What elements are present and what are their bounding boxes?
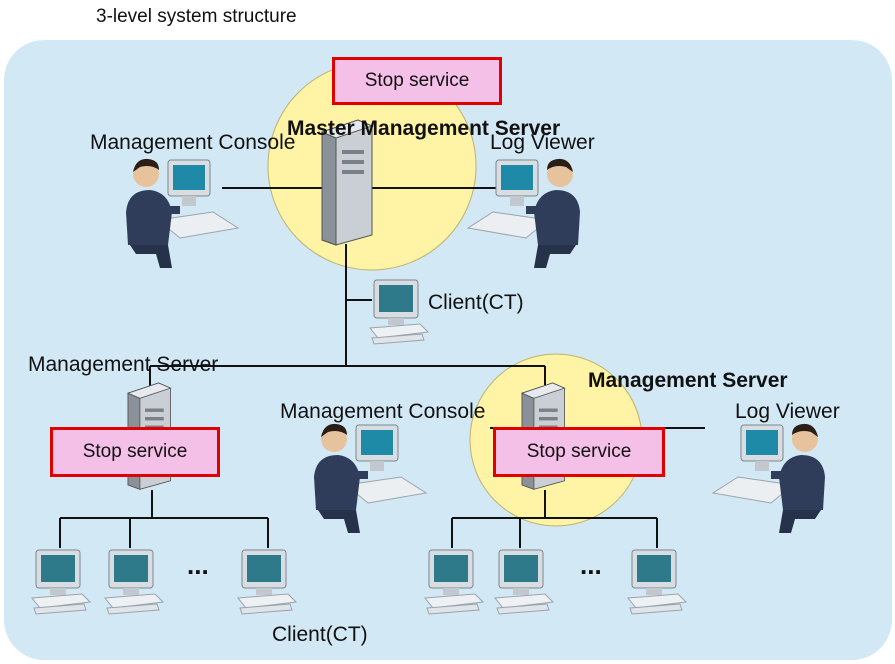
right-console-person-icon — [313, 423, 427, 534]
right-clients-ellipsis: ... — [580, 550, 602, 580]
client-computer-icon — [104, 549, 164, 615]
top-console-label: Management Console — [90, 131, 296, 154]
top-client-computer-icon — [369, 279, 429, 345]
left-clients-ellipsis: ... — [187, 550, 209, 580]
client-computer-icon — [237, 549, 297, 615]
diagram-title: 3-level system structure — [96, 6, 297, 27]
master-stop-service-box: Stop service — [332, 57, 502, 105]
client-computer-icon — [424, 549, 484, 615]
right-viewer-label: Log Viewer — [735, 400, 840, 423]
right-server-label: Management Server — [588, 369, 788, 392]
client-computer-icon — [494, 549, 554, 615]
master-server-label: Master Management Server — [287, 117, 561, 140]
client-computer-icon — [627, 549, 687, 615]
right-stop-service-box: Stop service — [493, 427, 665, 477]
top-viewer-person-icon — [468, 159, 580, 268]
right-viewer-person-icon — [713, 424, 825, 533]
bottom-clients-label: Client(CT) — [272, 623, 368, 646]
client-computer-icon — [31, 549, 91, 615]
top-client-label: Client(CT) — [428, 291, 524, 314]
top-viewer-label: Log Viewer — [490, 131, 595, 154]
left-stop-service-box: Stop service — [50, 427, 220, 477]
left-server-label: Management Server — [28, 353, 219, 376]
top-console-person-icon — [125, 158, 239, 269]
right-console-label: Management Console — [280, 400, 486, 423]
